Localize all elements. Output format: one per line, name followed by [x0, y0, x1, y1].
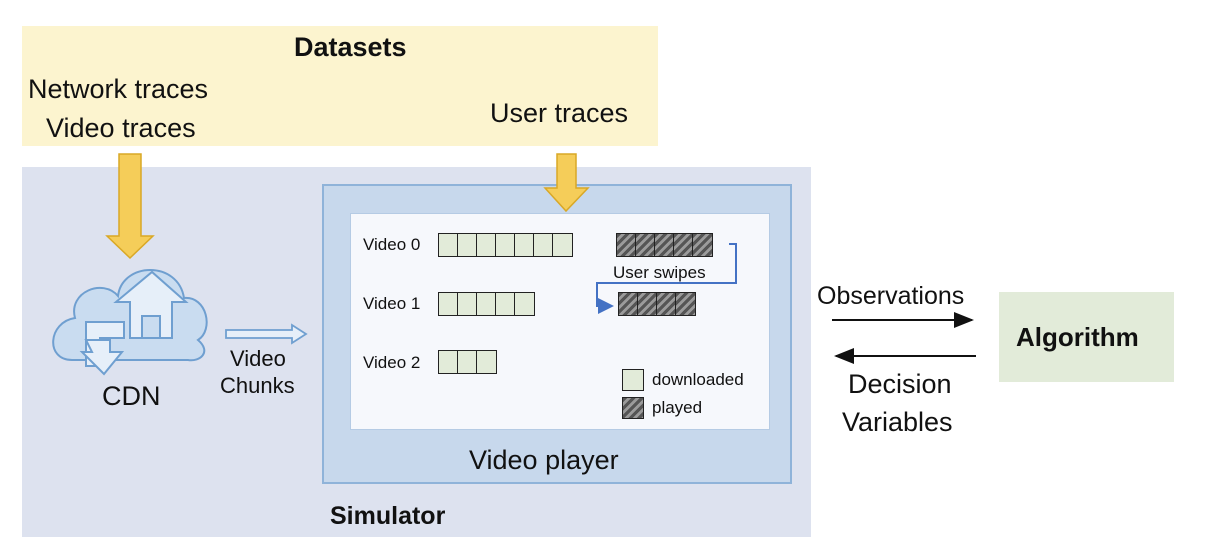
video-0-downloaded-chunks [438, 233, 573, 257]
downloaded-chunk [552, 233, 573, 257]
downloaded-chunk [457, 292, 478, 316]
downloaded-chunk [476, 350, 497, 374]
legend-played-swatch [622, 397, 644, 419]
simulator-label: Simulator [330, 502, 446, 530]
downloaded-chunk [495, 292, 516, 316]
downloaded-chunk [438, 292, 459, 316]
decision-label-line1: Decision [848, 369, 952, 399]
user-swipes-label: User swipes [613, 263, 706, 282]
downloaded-chunk [438, 233, 459, 257]
played-chunk [675, 292, 696, 316]
downloaded-chunk [476, 233, 497, 257]
cloud-icon [52, 269, 208, 376]
algorithm-box [999, 292, 1174, 382]
video-0-label: Video 0 [363, 235, 421, 254]
downloaded-chunk [533, 233, 554, 257]
decision-label-line2: Variables [842, 407, 953, 437]
downloaded-chunk [514, 233, 535, 257]
played-chunk [618, 292, 639, 316]
downloaded-chunk [457, 233, 478, 257]
video-player-label: Video player [469, 445, 619, 475]
video-traces-label: Video traces [46, 113, 196, 143]
video-1-played-chunks [618, 292, 696, 316]
video-chunks-label-line1: Video [230, 346, 286, 371]
video-chunks-label-line2: Chunks [220, 373, 295, 398]
datasets-panel [22, 26, 658, 146]
played-chunk [635, 233, 656, 257]
played-chunk [654, 233, 675, 257]
downloaded-chunk [457, 350, 478, 374]
played-chunk [692, 233, 713, 257]
legend-played-label: played [652, 398, 703, 417]
legend-downloaded-label: downloaded [652, 370, 744, 389]
algorithm-label: Algorithm [1016, 322, 1139, 352]
video-2-downloaded-chunks [438, 350, 497, 374]
arrow-network-to-cdn [105, 153, 155, 260]
played-chunk [656, 292, 677, 316]
user-swipe-connector [596, 243, 737, 314]
downloaded-chunk [476, 292, 497, 316]
downloaded-chunk [438, 350, 459, 374]
played-chunk [616, 233, 637, 257]
played-chunk [637, 292, 658, 316]
legend-downloaded-swatch [622, 369, 644, 391]
downloaded-chunk [495, 233, 516, 257]
video-0-played-chunks [616, 233, 713, 257]
video-2-label: Video 2 [363, 353, 421, 372]
arrow-cdn-to-player [225, 323, 308, 345]
cdn-label: CDN [102, 381, 161, 411]
network-traces-label: Network traces [28, 74, 209, 104]
downloaded-chunk [514, 292, 535, 316]
observations-label: Observations [817, 282, 965, 310]
datasets-title: Datasets [294, 32, 407, 62]
video-1-downloaded-chunks [438, 292, 535, 316]
played-chunk [673, 233, 694, 257]
video-1-label: Video 1 [363, 294, 421, 313]
arrow-user-traces-to-player [543, 153, 590, 213]
user-traces-label: User traces [490, 98, 629, 128]
